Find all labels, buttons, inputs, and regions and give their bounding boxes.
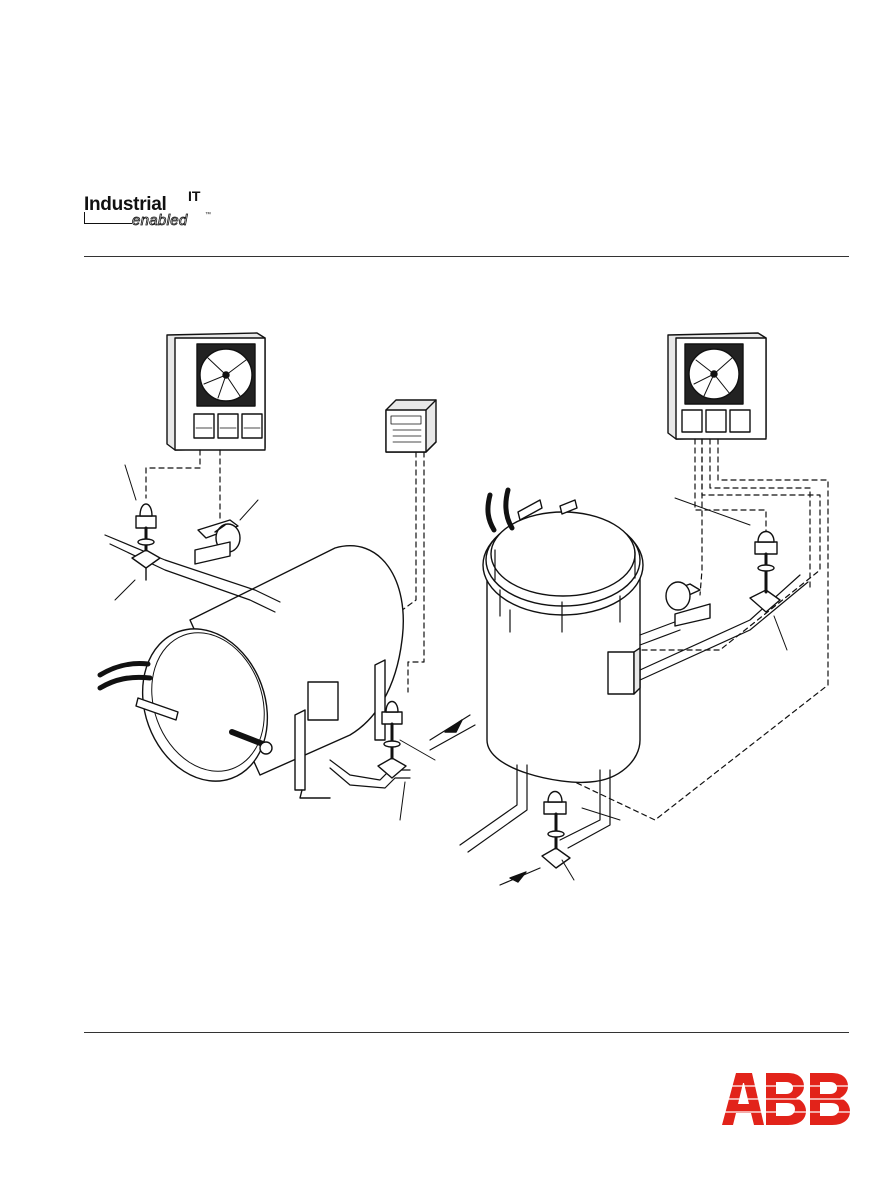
chart-recorder-right: [668, 333, 766, 439]
abb-logo: [722, 1073, 850, 1125]
valve-bottom: [542, 792, 570, 869]
horizontal-tank: [100, 546, 403, 799]
logo-subword: enabled: [132, 212, 188, 229]
process-diagram: [90, 320, 850, 900]
vertical-vessel: [483, 490, 643, 782]
valve-right: [750, 532, 780, 613]
logo-trademark: ™: [205, 212, 211, 218]
industrial-it-logo: Industrial IT enabled ™: [84, 188, 234, 238]
bottom-divider: [84, 1032, 849, 1033]
logo-bracket-horizontal: [84, 223, 132, 224]
valve-left: [132, 504, 160, 580]
controller-unit: [386, 400, 436, 452]
chart-recorder-left: [167, 333, 265, 450]
logo-superscript: IT: [188, 188, 200, 204]
top-divider: [84, 256, 849, 257]
